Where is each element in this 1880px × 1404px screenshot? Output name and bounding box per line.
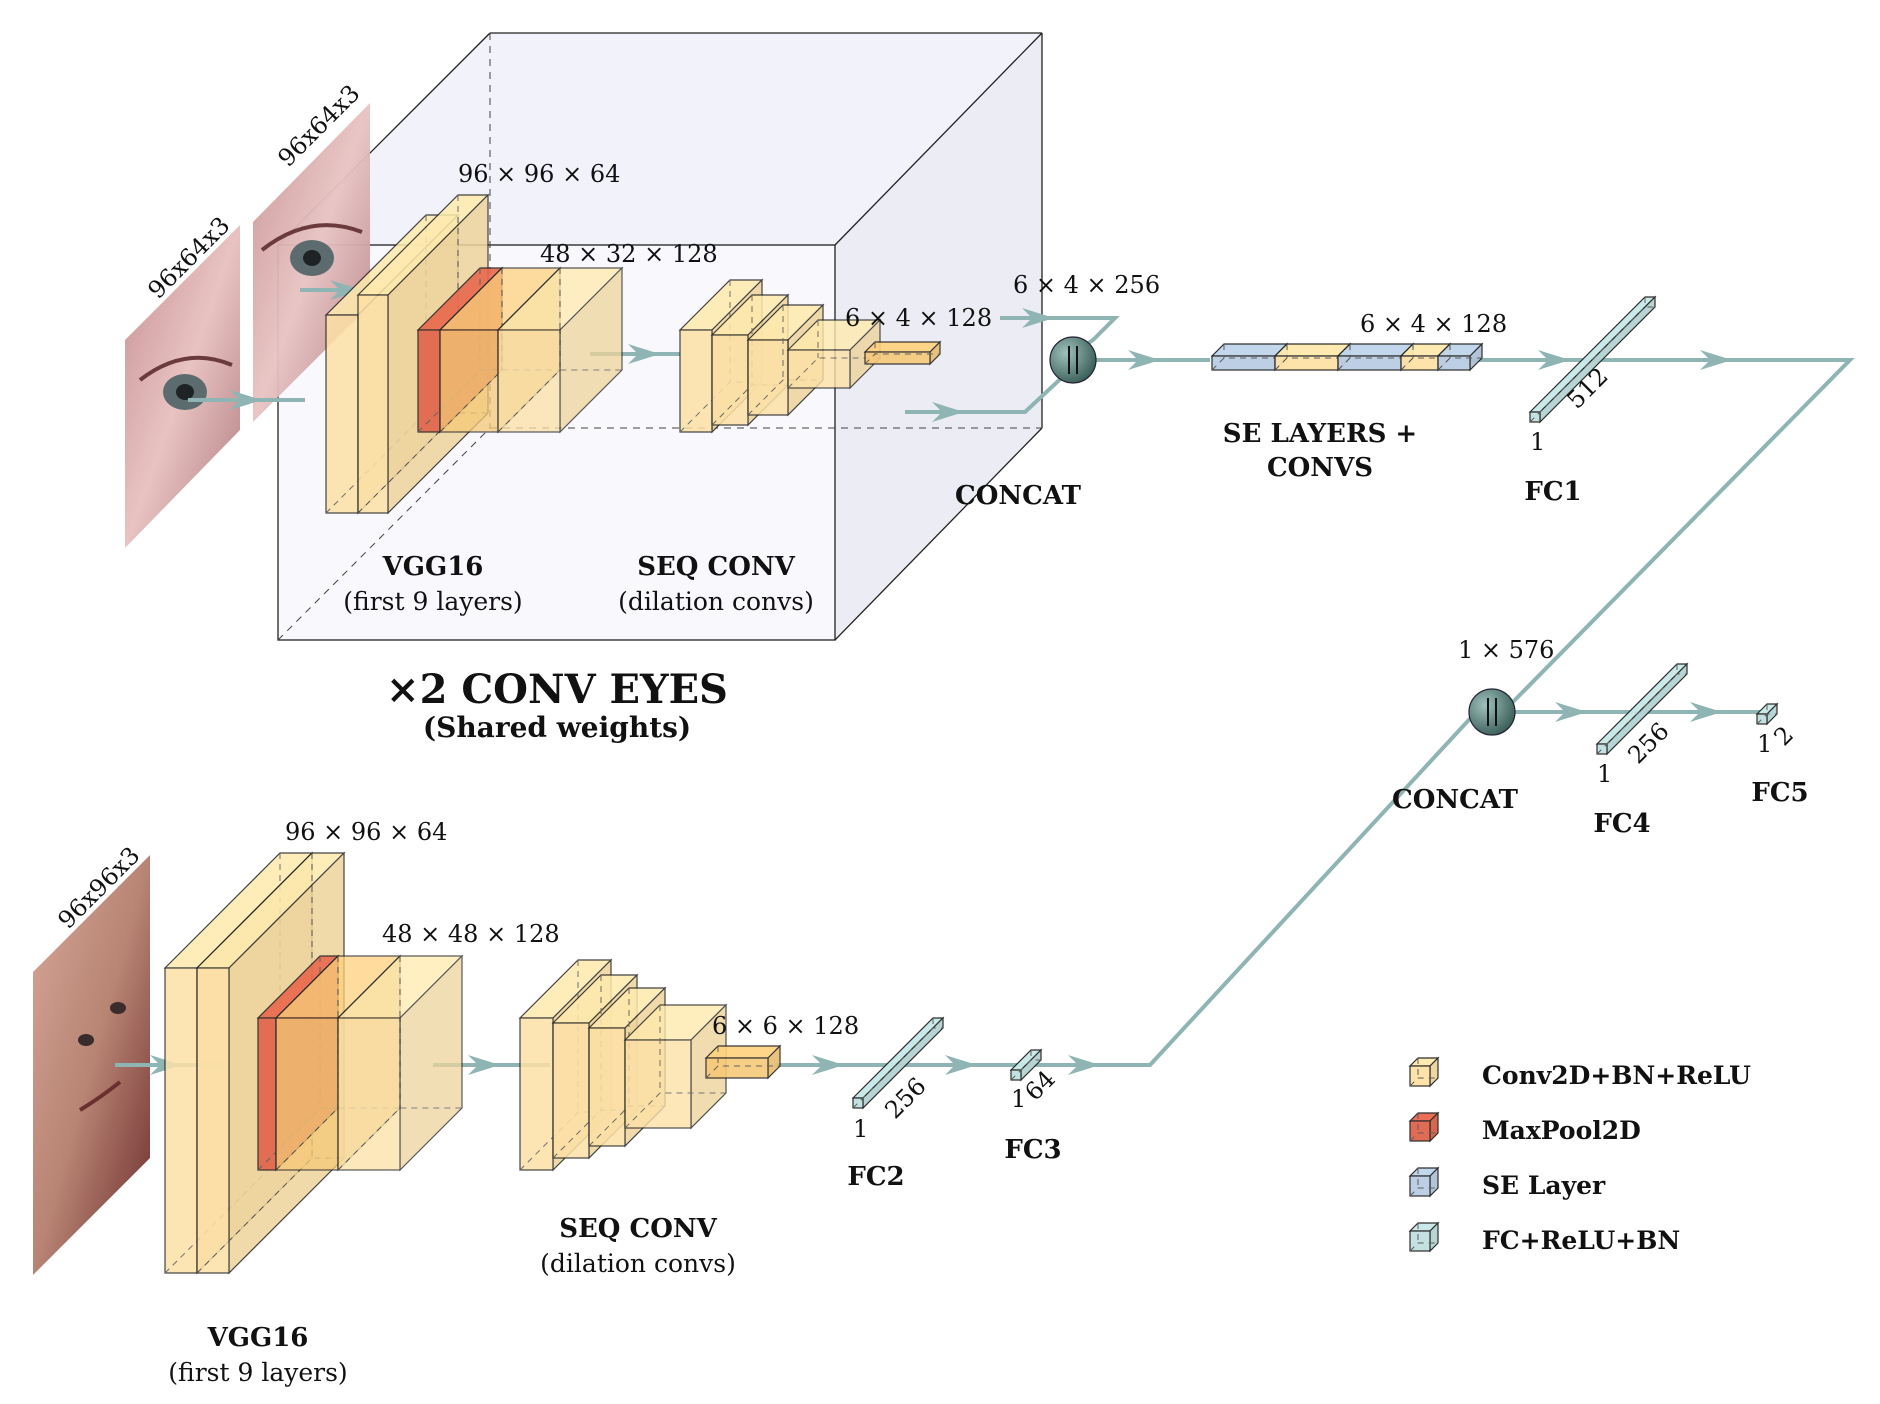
se-label-line1: SE LAYERS +	[1223, 419, 1417, 449]
final-concat-dim: 1 × 576	[1458, 636, 1554, 664]
shared-box-subtitle: (Shared weights)	[423, 711, 691, 744]
fc5-block	[1755, 702, 1779, 726]
se-layer-3	[1436, 342, 1484, 372]
eyes-concat-label: CONCAT	[955, 481, 1082, 511]
fc3-block	[1009, 1048, 1043, 1082]
legend-swatch-2	[1408, 1111, 1440, 1143]
eyes-concat-dim: 6 × 4 × 256	[1013, 271, 1160, 299]
face-seq-title: SEQ CONV	[559, 1214, 717, 1244]
fc5-label: FC5	[1751, 778, 1808, 808]
eyes-seq-conv-4	[786, 318, 882, 390]
fc4-width: 1	[1597, 760, 1612, 788]
eyes-seq-sub: (dilation convs)	[618, 587, 814, 616]
eyes-vgg-title: VGG16	[382, 552, 484, 582]
eye-input-1: 96x64x3	[125, 211, 240, 548]
face-seq-out	[704, 1044, 782, 1080]
face-vgg-sub: (first 9 layers)	[168, 1358, 347, 1387]
legend: Conv2D+BN+ReLU MaxPool2D SE LayerFC+ReLU+B…	[1408, 1056, 1751, 1255]
se-conv-1	[1273, 342, 1352, 372]
eyes-vgg-dim: 96 × 96 × 64	[458, 160, 620, 188]
fc4-block	[1595, 662, 1689, 756]
fc2-block	[851, 1016, 945, 1110]
face-seq-sub: (dilation convs)	[540, 1249, 736, 1278]
fc1-label: FC1	[1524, 477, 1581, 507]
final-concat-label: CONCAT	[1392, 785, 1519, 815]
eyes-seq-dim: 6 × 4 × 128	[845, 304, 992, 332]
se-dim: 6 × 4 × 128	[1360, 310, 1507, 338]
eyes-seq-out	[863, 340, 942, 366]
legend-swatch-1	[1408, 1056, 1440, 1088]
fc1-len: 512	[1561, 362, 1613, 414]
fc2-label: FC2	[847, 1162, 904, 1192]
concat-node-eyes	[1049, 336, 1097, 384]
face-seq-dim: 6 × 6 × 128	[712, 1012, 859, 1040]
eyes-pool-dim: 48 × 32 × 128	[540, 240, 718, 268]
fc5-width: 1	[1757, 730, 1772, 758]
fc3-label: FC3	[1004, 1135, 1061, 1165]
fc5-len: 2	[1768, 721, 1799, 752]
face-vgg-title: VGG16	[207, 1323, 309, 1353]
fc1-width: 1	[1530, 428, 1545, 456]
face-vgg-conv-4	[336, 954, 464, 1172]
shared-box-title: ×2 CONV EYES	[386, 666, 728, 713]
fc1-block	[1528, 295, 1657, 424]
legend-label-3: SE Layer	[1482, 1171, 1606, 1200]
face-pool-dim: 48 × 48 × 128	[382, 920, 560, 948]
eyes-seq-title: SEQ CONV	[637, 552, 795, 582]
legend-swatch-4	[1408, 1221, 1440, 1253]
legend-swatch-3	[1408, 1166, 1440, 1198]
eyes-vgg-conv-4	[496, 266, 624, 434]
legend-label-2: MaxPool2D	[1482, 1116, 1641, 1145]
legend-label-1: Conv2D+BN+ReLU	[1482, 1061, 1751, 1090]
face-input: 96x96x3	[33, 841, 150, 1275]
se-label-line2: CONVS	[1267, 453, 1373, 483]
face-vgg-dim: 96 × 96 × 64	[285, 818, 447, 846]
layer-blocks	[163, 193, 1779, 1275]
fc3-width: 1	[1011, 1085, 1026, 1113]
legend-label-4: FC+ReLU+BN	[1482, 1226, 1680, 1255]
eyes-vgg-sub: (first 9 layers)	[343, 587, 522, 616]
fc4-label: FC4	[1593, 809, 1650, 839]
fc2-width: 1	[853, 1115, 868, 1143]
concat-node-final	[1468, 688, 1516, 736]
